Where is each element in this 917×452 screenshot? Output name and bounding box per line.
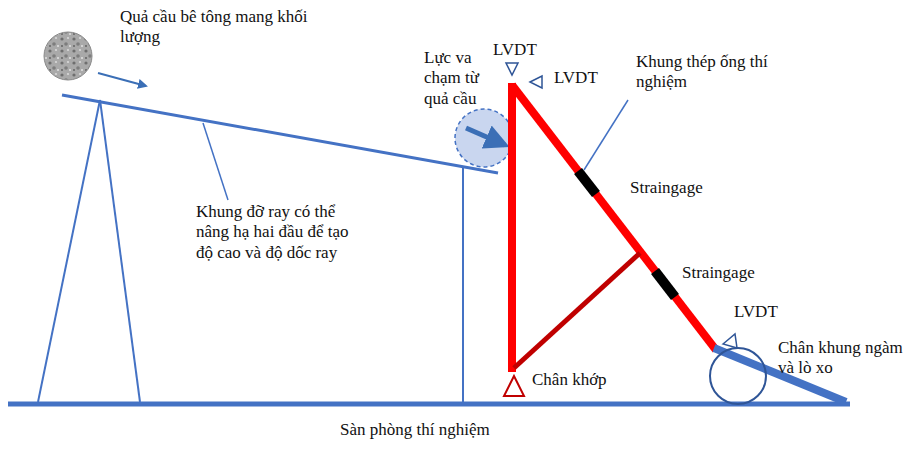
support-post [462, 168, 464, 402]
floor-label: Sàn phòng thí nghiệm [340, 420, 600, 440]
callout-label: Khung thép ống thí nghiệm [636, 52, 768, 93]
leader-line [203, 123, 228, 200]
sensor-label: Straingage [682, 263, 782, 283]
fixed-spring-support [710, 348, 766, 404]
sensor-label: Straingage [630, 178, 730, 198]
callout-label: Lực va chạm từ quả cầu [424, 48, 490, 109]
impact-arrow [466, 128, 505, 145]
lvdt-symbol [506, 63, 518, 75]
callout-label: Quả cầu bê tông mang khối lượng [120, 7, 310, 48]
motion-arrow [98, 73, 146, 86]
leader-line [584, 100, 628, 170]
part-label: Chân khung ngàm và lò xo [778, 338, 908, 379]
impact-ball [455, 109, 513, 167]
concrete-ball [44, 32, 92, 80]
lvdt-symbol [530, 76, 542, 88]
strain-gauge [578, 171, 596, 194]
pin-support [504, 376, 524, 396]
frame-column [508, 83, 516, 372]
frame-brace [514, 253, 640, 368]
sensor-label: LVDT [554, 68, 614, 88]
lab-floor [8, 402, 850, 407]
strain-gauge [655, 271, 675, 297]
sensor-label: LVDT [734, 302, 794, 322]
part-label: Chân khớp [532, 370, 642, 390]
frame-diagonal [512, 85, 716, 350]
support-leg [38, 100, 100, 402]
sensor-label: LVDT [493, 40, 553, 60]
support-leg [100, 100, 140, 402]
callout-label: Khung đỡ ray có thể nâng hạ hai đầu để t… [196, 202, 368, 263]
lvdt-symbol [723, 334, 737, 348]
